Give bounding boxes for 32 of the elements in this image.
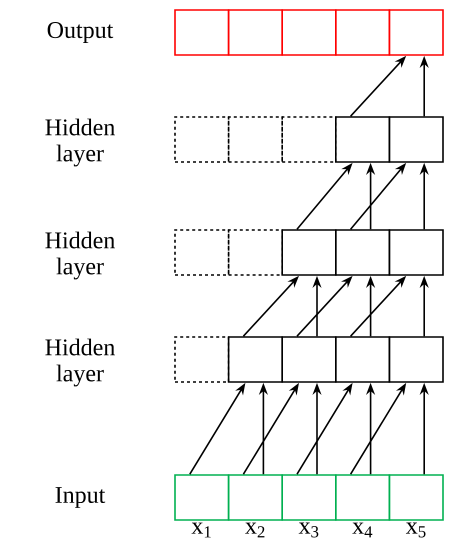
layer-cell xyxy=(335,9,390,56)
layer-cell xyxy=(174,229,230,276)
layer-cell xyxy=(388,474,444,521)
input-label: x$_{3}$ xyxy=(298,522,318,538)
input-label: x$_{5}$ xyxy=(406,522,426,538)
layer-cell xyxy=(174,116,230,163)
row-label: Hidden layer xyxy=(45,118,115,166)
layer-cell xyxy=(281,336,337,383)
layer-cell xyxy=(388,229,444,276)
input-label: x$_{2}$ xyxy=(245,522,264,538)
row-label: Hidden layer xyxy=(45,232,115,280)
layer-cell xyxy=(335,229,390,276)
row-label: Hidden layer xyxy=(45,338,115,386)
layer-cell xyxy=(335,474,390,521)
layer-cell xyxy=(388,116,444,163)
layer-cell xyxy=(174,9,230,56)
layer-cell xyxy=(335,116,390,163)
input-label: x$_{1}$ xyxy=(192,522,211,538)
layer-cell xyxy=(388,9,444,56)
layer-cell xyxy=(281,229,337,276)
layer-cell xyxy=(388,336,444,383)
row-label: Input xyxy=(56,487,106,508)
layer-cell xyxy=(335,336,390,383)
row-label: Output xyxy=(48,22,114,43)
layer-cell xyxy=(281,474,337,521)
layer-cell xyxy=(281,9,337,56)
layer-cell xyxy=(228,474,283,521)
layer-cell xyxy=(174,474,230,521)
input-label: x$_{4}$ xyxy=(352,522,372,538)
layer-cell xyxy=(228,336,283,383)
layer-cell xyxy=(228,9,283,56)
layer-cell xyxy=(228,116,283,163)
